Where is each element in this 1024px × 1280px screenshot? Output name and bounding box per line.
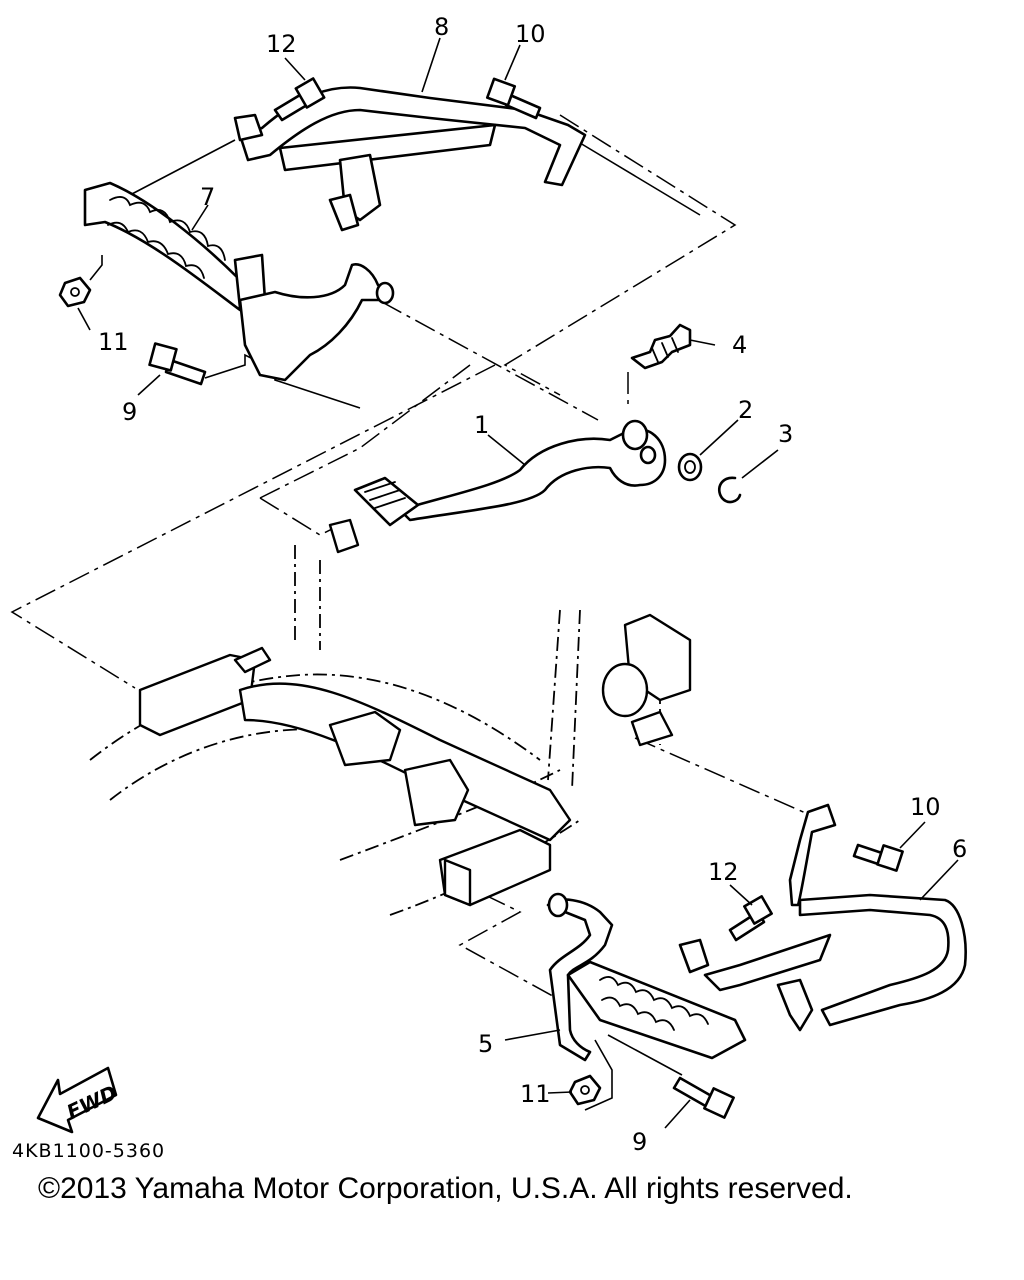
small-hardware: [630, 323, 742, 504]
callout-5: 5: [478, 1030, 493, 1058]
part-7-footpeg-left: [83, 181, 395, 382]
fasteners: [58, 77, 904, 1119]
callout-2: 2: [738, 396, 753, 424]
copyright-notice: ©2013 Yamaha Motor Corporation, U.S.A. A…: [38, 1172, 853, 1205]
fwd-arrow: FWD: [36, 1066, 121, 1134]
part-5-footpeg-right: [546, 892, 747, 1062]
part-11-nut-top: [58, 276, 92, 308]
callout-12-top: 12: [266, 30, 297, 58]
part-4-spring: [630, 323, 692, 370]
part-6-footrest-bracket-lower: [678, 803, 967, 1032]
callout-11-top: 11: [98, 328, 129, 356]
callout-7: 7: [200, 183, 215, 211]
callout-9-bottom: 9: [632, 1128, 647, 1156]
callout-10-top: 10: [515, 20, 546, 48]
callout-3: 3: [778, 420, 793, 448]
callout-labels: 8 12 10 7 11 9 4 2 3 1 10 6 12 5 11 9: [98, 13, 967, 1156]
callout-4: 4: [732, 331, 747, 359]
part-2-washer: [677, 452, 703, 482]
part-1-brake-pedal: [353, 419, 667, 527]
assembly-guide-lines: [10, 114, 811, 1111]
callout-10-bottom: 10: [910, 793, 941, 821]
callout-leaders: [77, 37, 959, 1129]
part-11-nut-bottom: [568, 1074, 602, 1106]
part-number-code: 4KB1100-5360: [12, 1140, 165, 1162]
callout-8: 8: [434, 13, 449, 41]
part-3-circlip: [717, 476, 742, 504]
callout-12-bottom: 12: [708, 858, 739, 886]
callout-6: 6: [952, 835, 967, 863]
callout-11-bottom: 11: [520, 1080, 551, 1108]
callout-1: 1: [474, 411, 489, 439]
callout-9-top: 9: [122, 398, 137, 426]
vehicle-frame: [89, 518, 692, 916]
